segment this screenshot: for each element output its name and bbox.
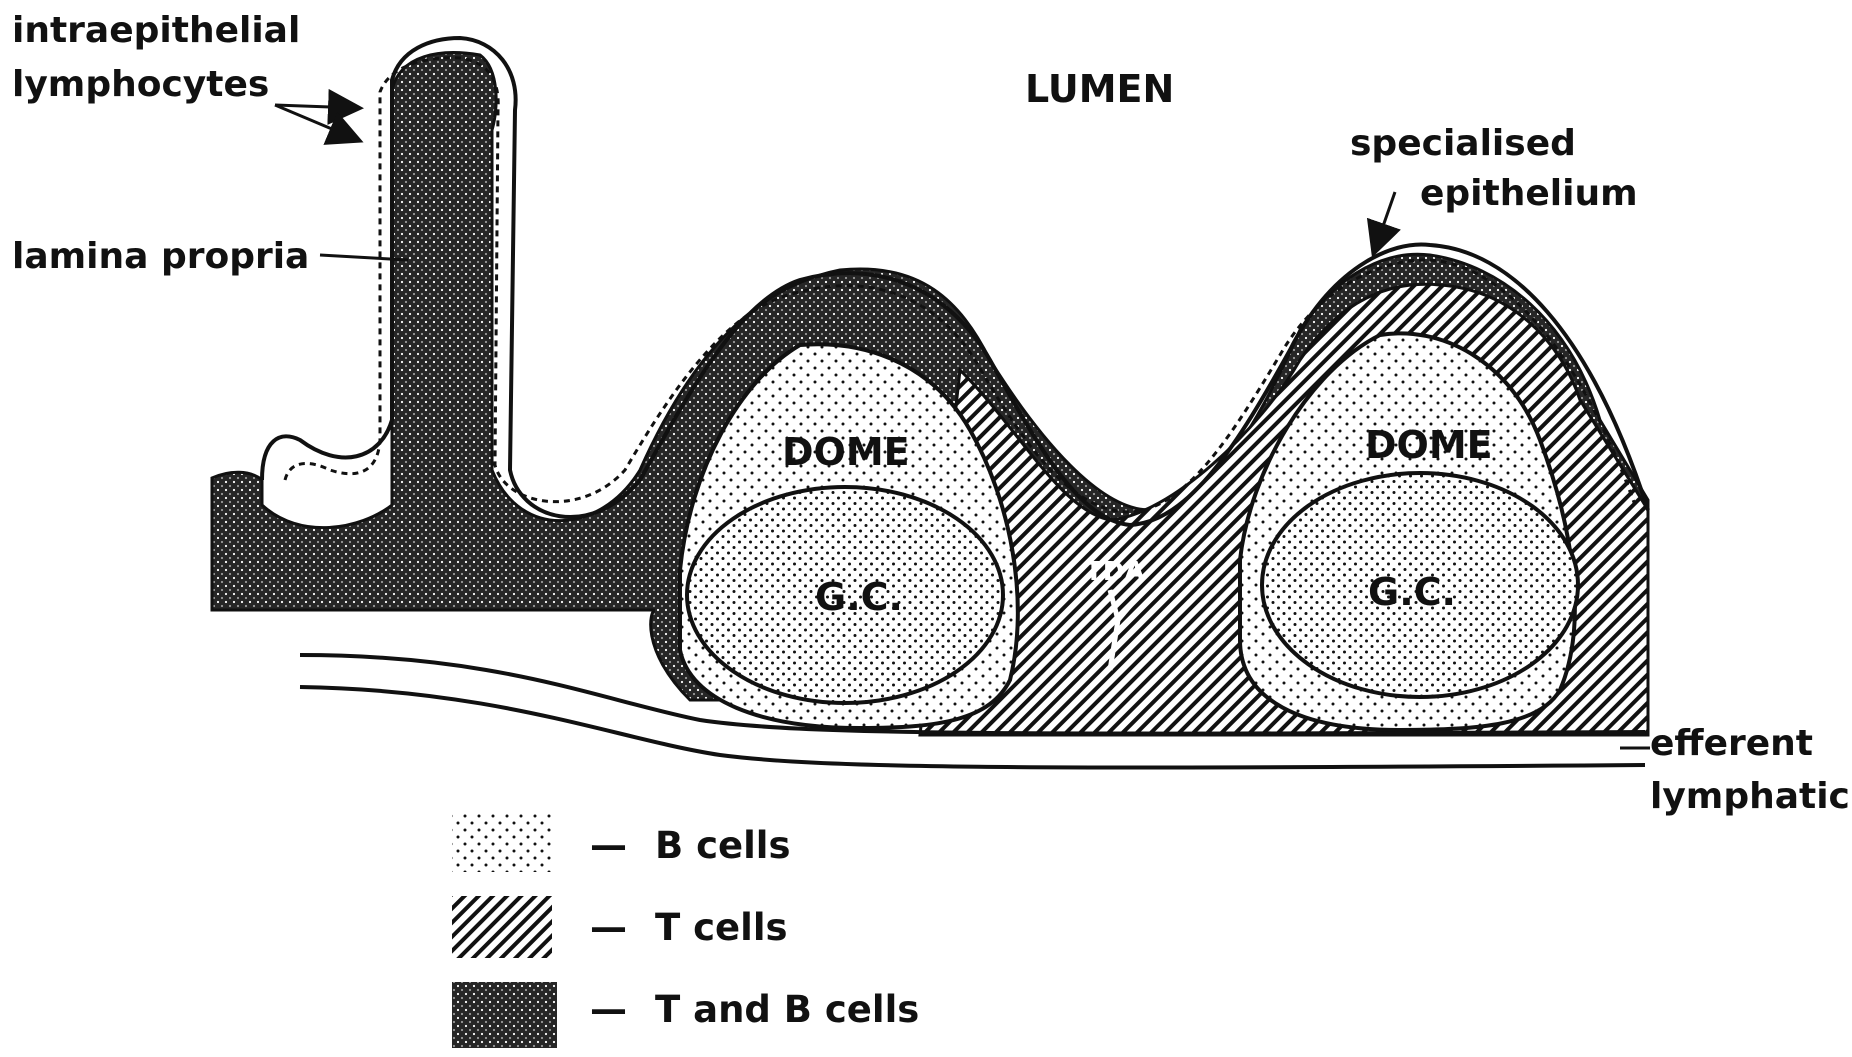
label-lymphocytes: lymphocytes [12,64,269,105]
legend-swatch-t-and-b-cells [452,982,557,1048]
label-efferent: efferent [1650,723,1813,764]
label-specialised: specialised [1350,123,1576,164]
legend-dash-3: — [590,988,627,1031]
label-intraepithelial: intraepithelial [12,10,300,51]
label-lumen: LUMEN [1025,67,1174,111]
legend-swatch-t-cells [452,896,552,958]
arrow-intraepithelial-1 [275,105,358,108]
legend-label-t-and-b-cells: T and B cells [655,988,919,1031]
legend: — B cells — T cells — T and B cells [452,812,919,1048]
arrow-specialised-epithelium [1374,192,1395,252]
label-lamina-propria: lamina propria [12,236,309,277]
label-epithelium: epithelium [1420,173,1638,214]
legend-swatch-b-cells [452,812,552,872]
label-lymphatic: lymphatic [1650,776,1850,817]
label-dome-left: DOME [782,430,910,474]
label-tda: TDA [1085,557,1144,587]
label-gc-left: G.C. [815,575,903,619]
legend-dash-2: — [590,906,627,949]
label-dome-right: DOME [1365,423,1493,467]
legend-label-b-cells: B cells [655,824,791,867]
legend-label-t-cells: T cells [655,906,788,949]
legend-dash-1: — [590,824,627,867]
label-gc-right: G.C. [1368,570,1456,614]
arrow-intraepithelial-2 [275,105,358,140]
